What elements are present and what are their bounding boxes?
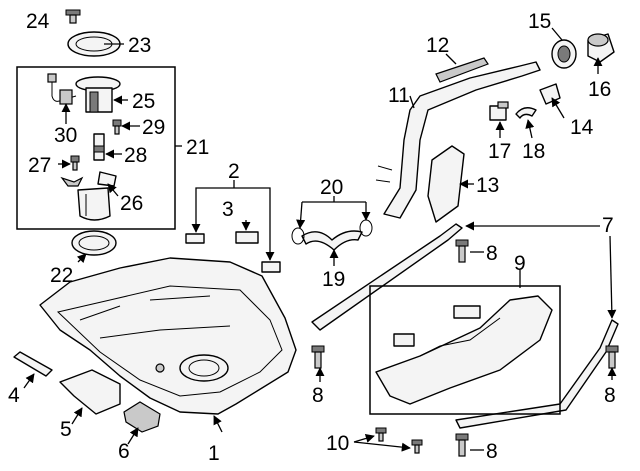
hose-19-part	[301, 230, 363, 251]
callout-16: 16	[588, 78, 611, 101]
callout-18: 18	[522, 140, 545, 163]
clip-bracket-part	[60, 176, 84, 187]
callout-2: 2	[228, 160, 240, 183]
callout-labels: 24 23 25 30 29 28 27 26 21 22 2 3 1 4 5 …	[8, 10, 616, 465]
callout-12: 12	[426, 34, 449, 57]
callout-8-right: 8	[604, 384, 616, 407]
fuel-tank-1-part	[39, 257, 297, 415]
callout-7: 7	[602, 214, 614, 237]
cap-17-part	[489, 101, 509, 121]
callout-27: 27	[28, 154, 51, 177]
callout-14: 14	[570, 116, 594, 139]
bolt-8-bottom-part	[455, 433, 469, 457]
fuel-pump-module-group-box	[16, 66, 176, 230]
bolt-10-b-part	[411, 439, 423, 454]
sender-unit-26-part	[77, 171, 117, 221]
callout-29: 29	[142, 116, 165, 139]
callout-21: 21	[186, 136, 209, 159]
fuel-pump-assembly-25	[47, 73, 121, 113]
strap-12-part	[435, 57, 489, 83]
callout-28: 28	[124, 144, 147, 167]
callout-17: 17	[488, 140, 511, 163]
callout-24: 24	[26, 10, 50, 33]
callout-11: 11	[388, 84, 410, 107]
pad-2b-part	[261, 261, 281, 273]
callout-8-left: 8	[312, 384, 324, 407]
strap-7-upper-part	[311, 223, 463, 331]
bolt-29-part	[112, 119, 122, 135]
pad-2a-part	[185, 233, 205, 244]
callout-13: 13	[476, 174, 499, 197]
heat-shield-group-box	[369, 285, 561, 415]
bolt-8-upper-part	[455, 239, 469, 263]
clamp-20b-part	[359, 219, 373, 237]
callout-25: 25	[132, 90, 155, 113]
bracket-30-part	[59, 89, 73, 105]
gasket-22-part	[71, 230, 117, 256]
callout-8-upper: 8	[486, 242, 498, 265]
block-6-part	[123, 401, 161, 433]
callout-23: 23	[128, 34, 151, 57]
bolt-27-part	[70, 155, 80, 171]
callout-4: 4	[8, 384, 20, 407]
bolt-10-a-part	[375, 427, 387, 442]
callout-20: 20	[320, 176, 343, 199]
callout-10: 10	[326, 432, 349, 455]
pad-3-part	[235, 231, 259, 244]
callout-15: 15	[528, 10, 551, 33]
callout-6: 6	[118, 440, 130, 463]
bolt-8-left-part	[311, 345, 325, 369]
callout-19: 19	[322, 268, 345, 291]
bolt-24-part	[65, 9, 81, 24]
filler-neck-11-part	[375, 61, 541, 219]
callout-30: 30	[54, 124, 77, 147]
filter-28-part	[93, 133, 105, 161]
heat-shield-9-part	[375, 295, 553, 405]
hose-18-part	[515, 107, 537, 119]
callout-22: 22	[50, 264, 73, 287]
strap-4-part	[13, 351, 53, 377]
fuel-cap-16-part	[587, 33, 615, 63]
callout-8-bottom: 8	[486, 440, 498, 463]
cap-seal-15-part	[551, 39, 577, 69]
leader-lines	[23, 27, 617, 452]
callout-5: 5	[60, 418, 72, 441]
callout-26: 26	[120, 192, 143, 215]
callout-9: 9	[514, 252, 526, 275]
callout-1: 1	[208, 442, 220, 465]
cover-5-part	[59, 369, 121, 415]
strap-7-lower-part	[455, 319, 619, 429]
bolt-8-right-part	[605, 345, 619, 369]
bracket-14-part	[539, 83, 561, 105]
shield-13-part	[427, 145, 465, 223]
callout-3: 3	[222, 198, 234, 221]
